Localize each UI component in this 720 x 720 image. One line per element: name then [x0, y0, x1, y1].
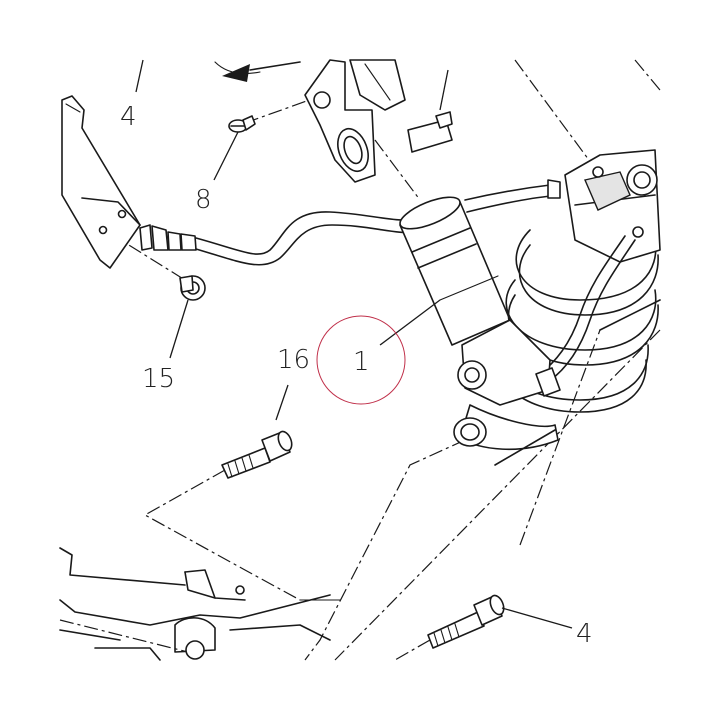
callout-16: 16 — [277, 345, 310, 375]
screw-15 — [179, 275, 206, 301]
callout-leaders — [135, 59, 573, 629]
callout-4-top: 4 — [120, 102, 137, 132]
callout-1: 1 — [353, 347, 370, 377]
top-linkage — [304, 59, 453, 183]
hydraulic-hose — [139, 179, 561, 266]
assembly-lines — [59, 59, 661, 661]
screw-8 — [228, 115, 256, 133]
callout-4-bottom: 4 — [576, 619, 593, 649]
bolt-4-bottom — [427, 594, 505, 649]
bolt-16 — [221, 430, 293, 479]
direction-arrow-icon — [214, 61, 301, 82]
callout-1-highlight — [316, 315, 406, 405]
callout-8: 8 — [195, 185, 212, 215]
shock-absorber — [399, 149, 661, 451]
mount-bracket — [61, 95, 141, 269]
callout-15: 15 — [142, 364, 175, 394]
frame-lower — [59, 299, 661, 661]
